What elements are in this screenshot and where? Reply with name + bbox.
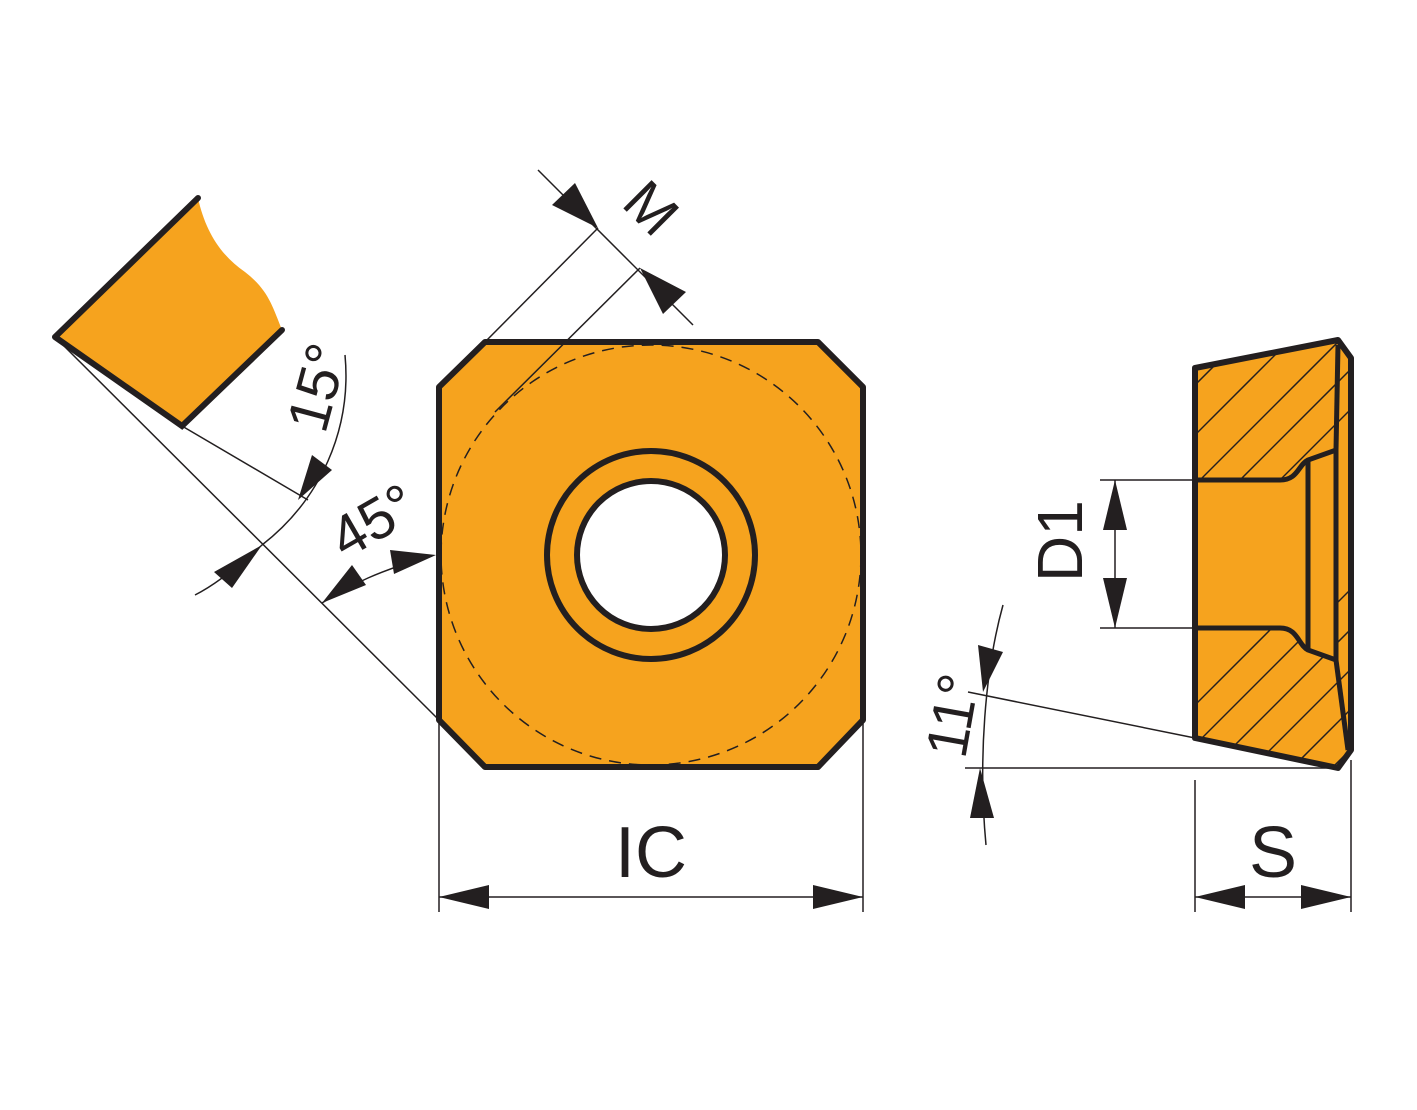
insert-top-view [436, 339, 866, 770]
s-dimension: S [1194, 760, 1352, 912]
ic-dimension: IC [438, 720, 864, 912]
hole [574, 478, 728, 632]
arrow-15-top [298, 455, 332, 500]
inscribed-circle [440, 344, 862, 766]
d1-dimension: D1 [1024, 479, 1195, 629]
angle-15-label: 15° [275, 337, 360, 439]
ic-label: IC [615, 813, 687, 893]
angle-11-label: 11° [914, 669, 992, 762]
d1-label: D1 [1024, 500, 1096, 582]
s-label: S [1249, 813, 1297, 893]
arrow-15-bottom [214, 545, 262, 588]
insert-side-view [1192, 337, 1354, 771]
m-label: M [611, 168, 691, 248]
clearance-angle-dimension: 11° [914, 604, 1340, 846]
arrow-45-right [390, 550, 436, 574]
arrow-45-left [322, 565, 366, 603]
wiper-detail: 15° 45° [52, 195, 440, 721]
